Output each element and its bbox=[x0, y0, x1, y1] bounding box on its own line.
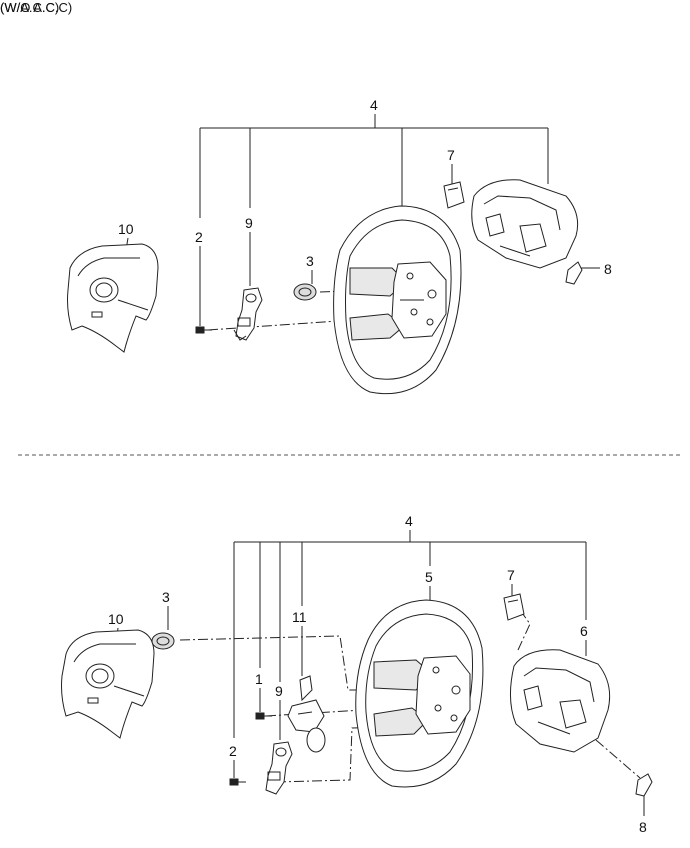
bolt-1 bbox=[255, 712, 272, 720]
callout-11-bottom: 11 bbox=[292, 609, 307, 625]
trim-cap-bottom bbox=[503, 593, 525, 621]
callout-2-top: 2 bbox=[195, 229, 203, 245]
callout-1-bottom: 1 bbox=[255, 671, 263, 687]
lower-cover-bottom bbox=[510, 649, 611, 753]
callout-5-bottom: 5 bbox=[425, 569, 433, 585]
section-label-without-acc: (W/O A.C.C) bbox=[0, 0, 73, 15]
callout-6-bottom: 6 bbox=[580, 623, 588, 639]
steering-wheel-top bbox=[333, 205, 462, 395]
callout-4-top: 4 bbox=[370, 97, 378, 113]
lower-cover-top bbox=[471, 179, 579, 269]
callout-3-bottom: 3 bbox=[162, 589, 170, 605]
callout-7-bottom: 7 bbox=[507, 567, 515, 583]
airbag-module-top bbox=[67, 243, 159, 353]
section-label-with-acc: (W/A.C.C) bbox=[0, 0, 60, 15]
callout-8-top: 8 bbox=[604, 261, 612, 277]
callouts-bottom: 4 5 3 7 6 10 11 1 9 2 8 bbox=[108, 513, 647, 835]
callout-9-top: 9 bbox=[245, 215, 253, 231]
clip-top bbox=[565, 261, 583, 285]
callout-7-top: 7 bbox=[447, 147, 455, 163]
steering-wheel-bottom bbox=[355, 599, 484, 788]
trim-cap-top bbox=[443, 181, 465, 209]
callout-10-top: 10 bbox=[118, 221, 134, 237]
callout-3-top: 3 bbox=[306, 253, 314, 269]
callout-10-bottom: 10 bbox=[108, 611, 124, 627]
callout-2-bottom: 2 bbox=[229, 743, 237, 759]
horn-cap-top bbox=[293, 283, 317, 301]
bolt-top bbox=[195, 326, 212, 334]
callout-8-bottom: 8 bbox=[639, 819, 647, 835]
bolt-bottom bbox=[229, 778, 246, 786]
callout-4-bottom: 4 bbox=[405, 513, 413, 529]
clip-bottom bbox=[635, 773, 653, 797]
acc-switch-assembly bbox=[287, 675, 326, 753]
callout-9-bottom: 9 bbox=[275, 683, 283, 699]
airbag-module-bottom bbox=[61, 629, 155, 739]
clock-spring-bracket-bottom bbox=[265, 741, 293, 795]
clock-spring-bracket-top bbox=[233, 287, 263, 341]
callouts-top: 4 2 9 3 7 8 10 bbox=[118, 97, 612, 277]
horn-cap-bottom bbox=[151, 632, 175, 650]
